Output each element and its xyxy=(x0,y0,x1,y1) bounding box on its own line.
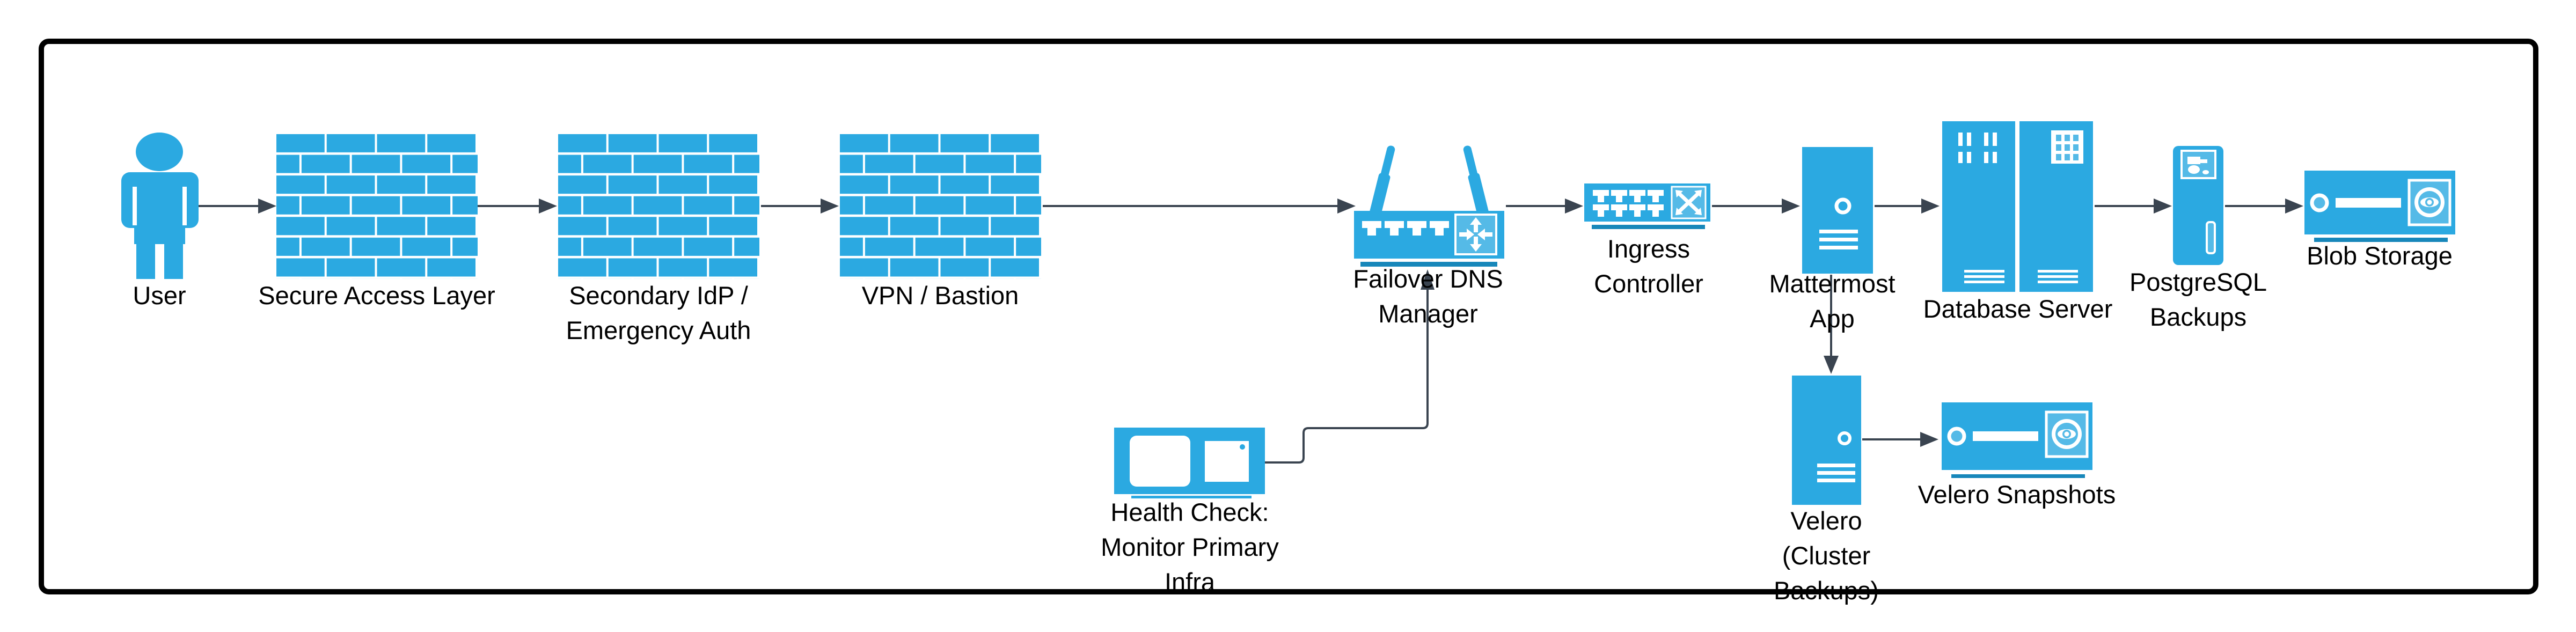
arrowhead-icon xyxy=(539,199,557,214)
node-label-velero-1: Velero xyxy=(1790,506,1862,535)
firewall-icon xyxy=(276,134,478,279)
storage-array-icon xyxy=(1942,402,2092,478)
node-label-velero-snapshots: Velero Snapshots xyxy=(1918,480,2116,509)
edge-ingress-mattermost xyxy=(1712,199,1800,214)
node-label-ingress-1: Ingress xyxy=(1607,234,1690,263)
arrowhead-icon xyxy=(1824,356,1839,374)
node-label-secondary-idp-1: Secondary IdP / xyxy=(569,281,749,310)
arrowhead-icon xyxy=(1337,199,1356,214)
edge-health-check-failover-dns xyxy=(1265,269,1435,464)
edge-database-postgres xyxy=(2095,199,2172,214)
edge-vpn-bastion-failover-dns xyxy=(1043,199,1356,214)
node-label-blob: Blob Storage xyxy=(2307,241,2453,270)
node-label-mattermost-1: Mattermost xyxy=(1769,269,1895,298)
diagram-border xyxy=(39,39,2538,594)
tower-server-icon xyxy=(1792,376,1861,505)
node-label-postgres-2: Backups xyxy=(2150,303,2246,331)
router-cross-icon xyxy=(1459,217,1492,252)
edge-secure-access-secondary-idp xyxy=(478,199,557,214)
node-label-postgres-1: PostgreSQL xyxy=(2129,268,2267,296)
node-label-secondary-idp-2: Emergency Auth xyxy=(566,316,751,344)
edge-mattermost-database xyxy=(1875,199,1940,214)
arrowhead-icon xyxy=(1421,269,1435,290)
node-label-database: Database Server xyxy=(1923,295,2113,323)
arrowhead-icon xyxy=(1920,432,1938,447)
edge-postgres-blob xyxy=(2225,199,2303,214)
firewall-icon xyxy=(840,134,1041,279)
wireless-router-icon xyxy=(1354,145,1504,267)
node-label-health-3: Infra xyxy=(1165,568,1216,596)
edge-failover-dns-ingress xyxy=(1506,199,1583,214)
edge-user-secure-access xyxy=(197,199,276,214)
arrowhead-icon xyxy=(1565,199,1583,214)
edge-mattermost-velero xyxy=(1824,275,1839,374)
arrowhead-icon xyxy=(2285,199,2303,214)
arrowhead-icon xyxy=(1921,199,1940,214)
server-icon xyxy=(2173,146,2223,265)
workstation-icon xyxy=(1114,428,1265,498)
node-label-velero-3: Backups) xyxy=(1774,576,1879,605)
arrowhead-icon xyxy=(821,199,839,214)
edge-velero-snapshots xyxy=(1862,432,1938,447)
edge-secondary-idp-vpn-bastion xyxy=(761,199,839,214)
node-label-health-1: Health Check: xyxy=(1110,498,1269,526)
node-label-vpn-bastion: VPN / Bastion xyxy=(862,281,1019,310)
node-label-user: User xyxy=(133,281,186,310)
arrowhead-icon xyxy=(258,199,276,214)
node-label-failover-dns-1: Failover DNS xyxy=(1353,264,1503,293)
switch-icon xyxy=(1584,183,1710,229)
crossed-arrows-icon xyxy=(1675,190,1702,215)
node-label-mattermost-2: App xyxy=(1810,304,1855,333)
arrowhead-icon xyxy=(2154,199,2172,214)
node-label-failover-dns-2: Manager xyxy=(1378,299,1478,328)
storage-array-icon xyxy=(2304,171,2455,242)
rack-server-icon xyxy=(1942,121,2093,292)
firewall-icon xyxy=(558,134,759,279)
tower-server-icon xyxy=(1802,147,1873,274)
node-label-velero-2: (Cluster xyxy=(1782,541,1871,570)
node-label-health-2: Monitor Primary xyxy=(1101,533,1279,561)
node-label-ingress-2: Controller xyxy=(1594,269,1703,298)
person-icon xyxy=(121,133,199,279)
arrowhead-icon xyxy=(1782,199,1800,214)
node-label-secure-access: Secure Access Layer xyxy=(258,281,495,310)
